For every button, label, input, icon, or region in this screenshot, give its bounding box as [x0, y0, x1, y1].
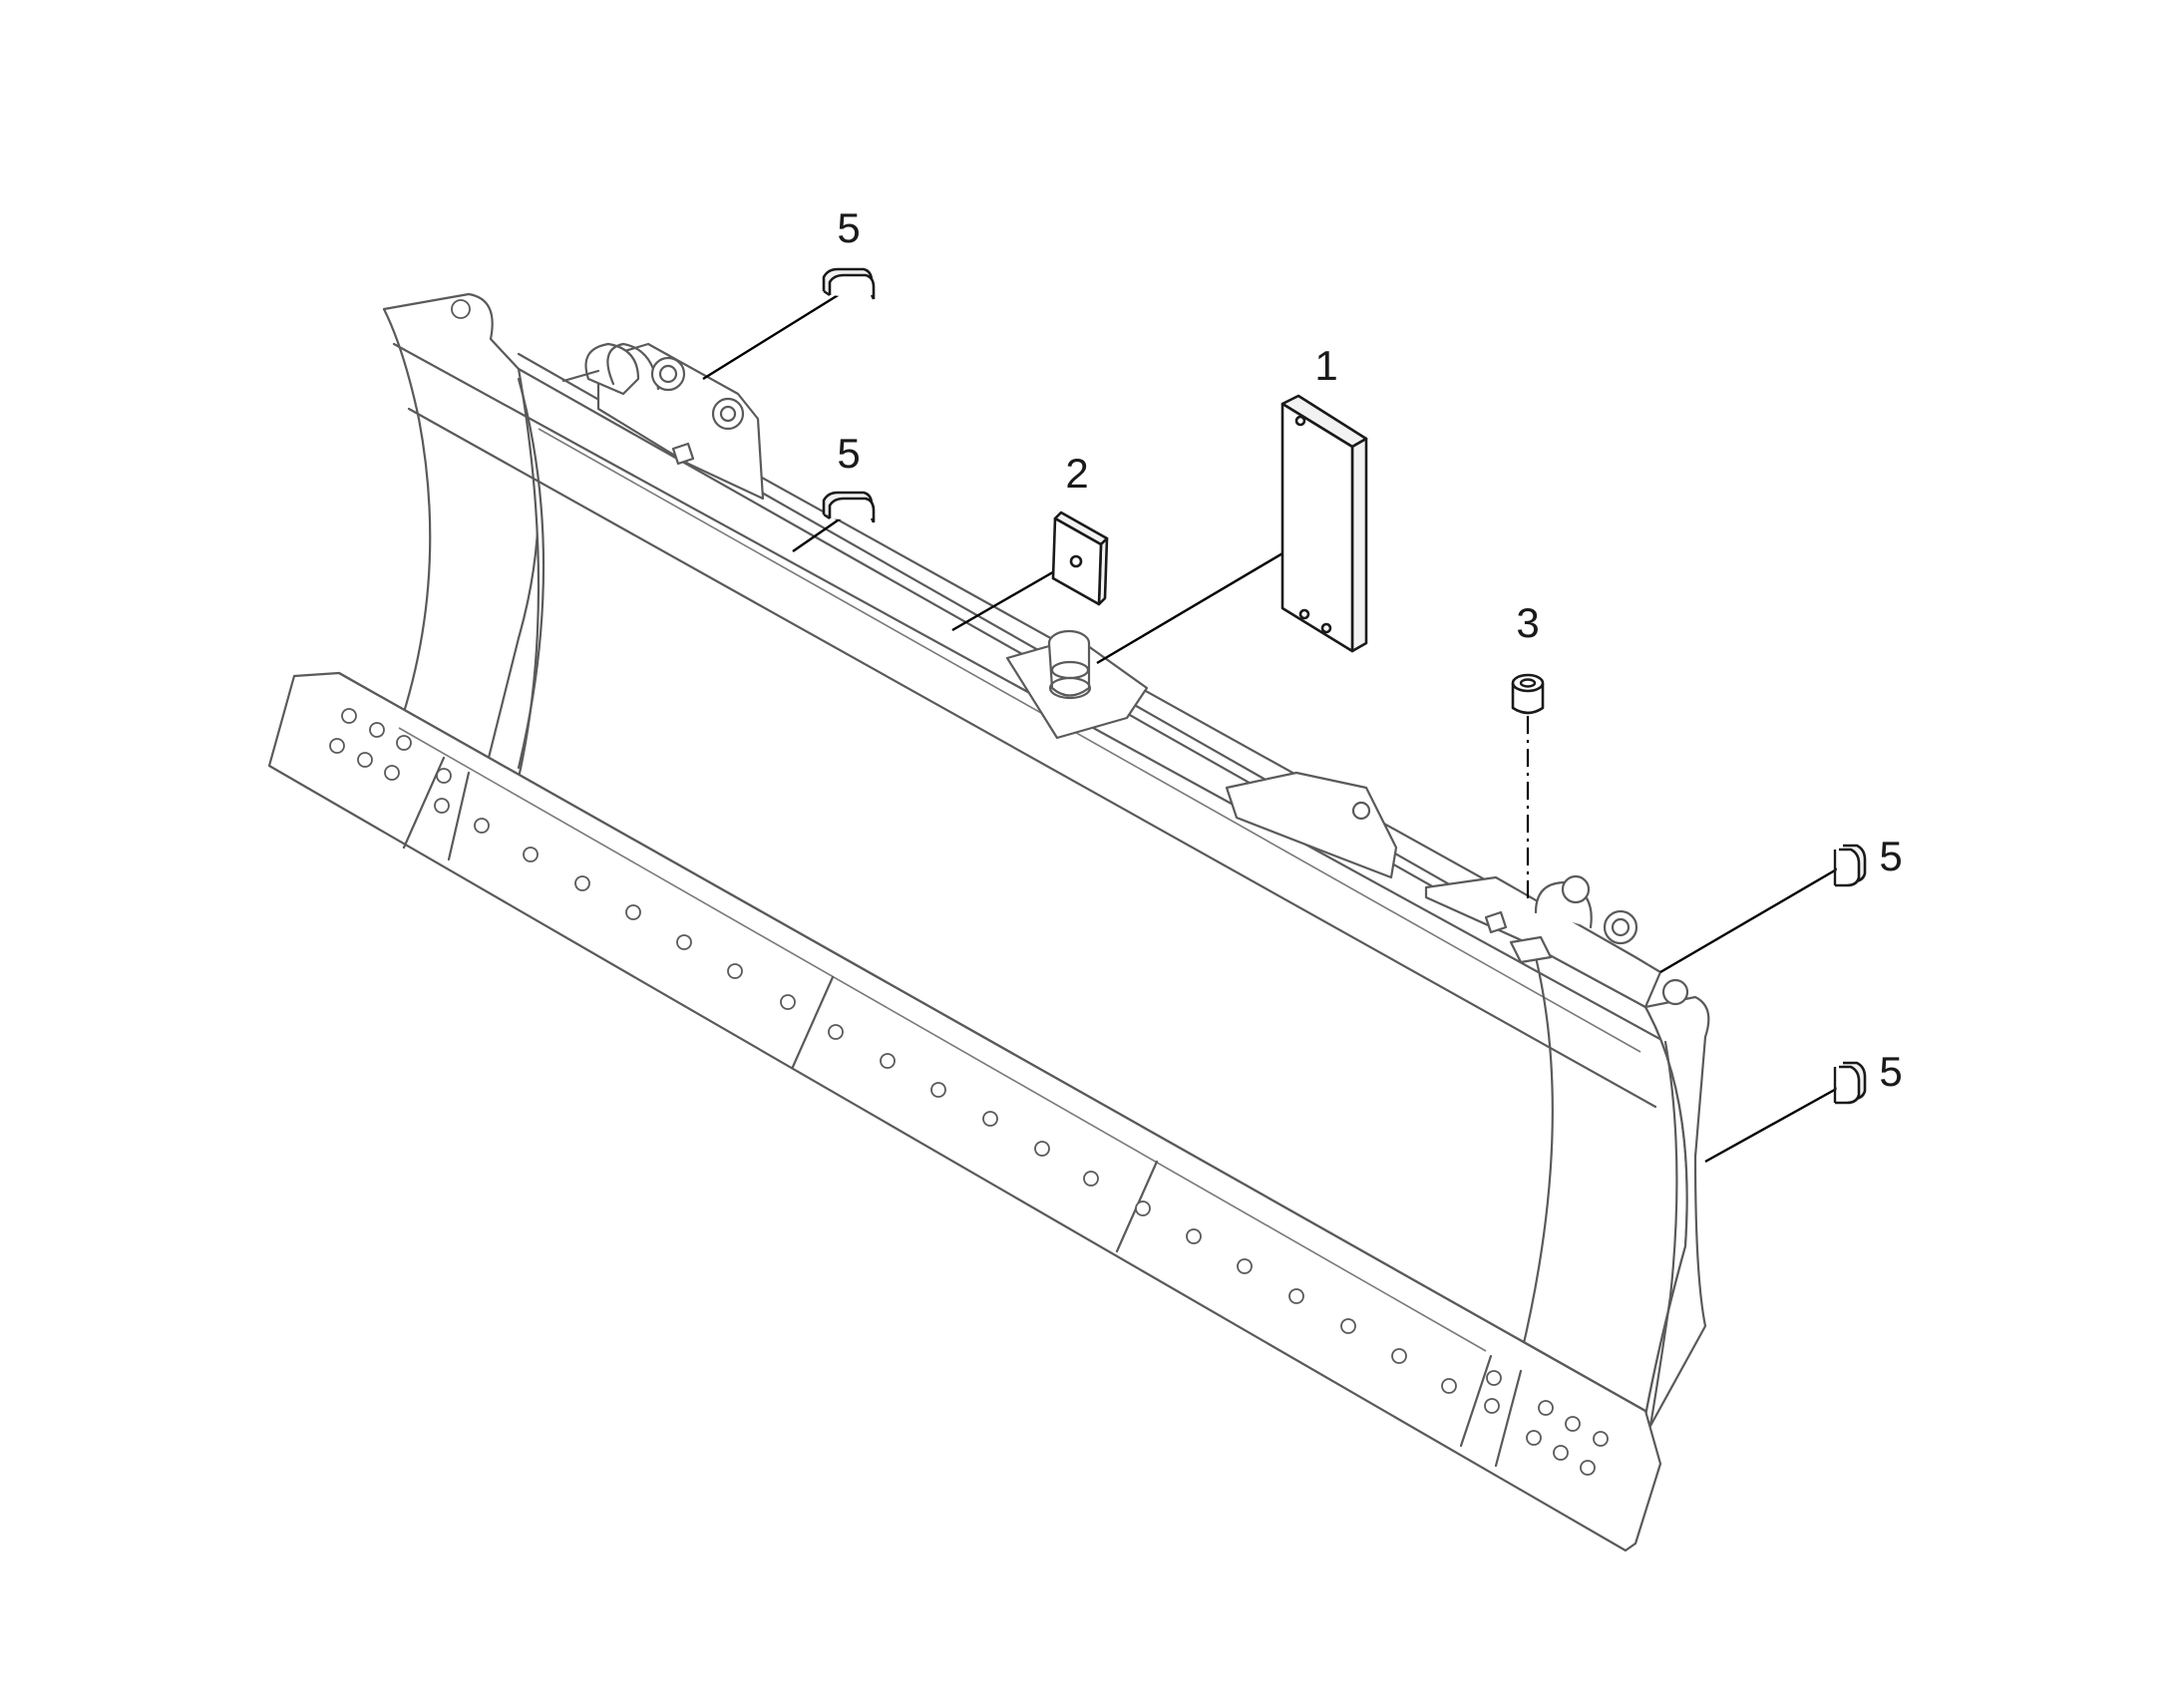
callout-labels: 5 5 2 1 3 5 5: [837, 204, 1902, 1095]
leader-5a: [702, 287, 849, 381]
plate-icon: [1051, 511, 1109, 606]
clip-icon: [822, 491, 876, 523]
leader-5b: [792, 512, 849, 552]
callout-label: 2: [1065, 450, 1088, 497]
leader-5d: [1704, 1085, 1841, 1164]
leader-5c: [1659, 865, 1841, 974]
callout-label: 5: [837, 430, 860, 477]
callout-label: 1: [1314, 342, 1337, 389]
right-top-mount: [1424, 874, 1689, 1009]
dozer-blade: [267, 292, 1710, 1552]
callout-label: 5: [1879, 833, 1902, 879]
clip-icon: [1833, 844, 1867, 887]
clip-icon: [1833, 1061, 1867, 1105]
callout-label: 5: [837, 204, 860, 251]
left-top-mount: [561, 342, 765, 501]
clip-icon: [822, 267, 876, 300]
callout-label: 3: [1516, 599, 1539, 646]
large-plate-icon: [1280, 394, 1368, 653]
blade-left-end-plate: [382, 292, 541, 760]
leader-1: [1096, 531, 1317, 665]
center-right-bracket: [1225, 771, 1398, 879]
center-mount-boss: [1005, 629, 1149, 740]
bushing-icon: [1511, 673, 1545, 715]
callout-label: 5: [1879, 1048, 1902, 1095]
leader-lines: [702, 287, 1841, 1164]
blade-right-end-plate: [1643, 995, 1710, 1428]
